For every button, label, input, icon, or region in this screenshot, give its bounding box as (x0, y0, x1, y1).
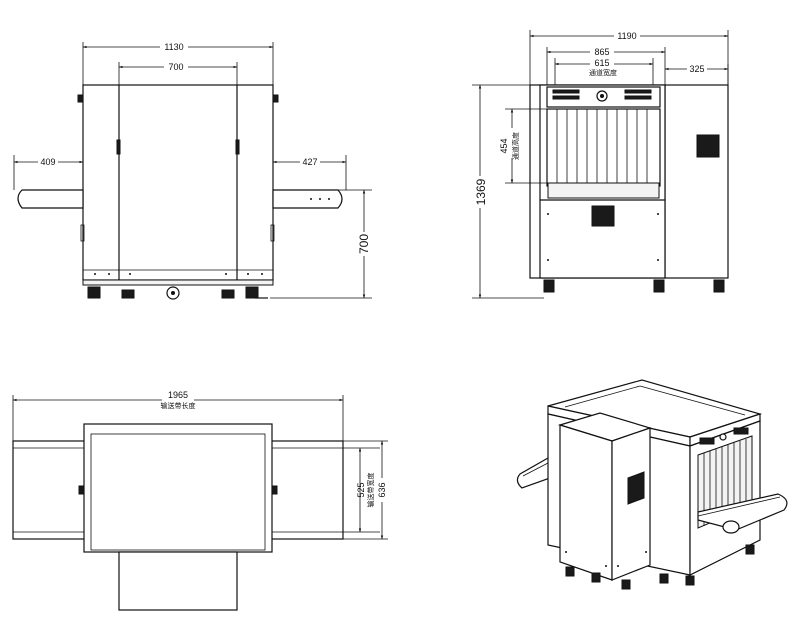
side-overall-length: 1190 (617, 31, 636, 41)
top-belt-length: 1965 (168, 390, 188, 400)
top-overall-depth: 636 (377, 482, 387, 497)
side-overall-height: 1369 (474, 178, 488, 205)
side-inner-width-label: 通道宽度 (589, 68, 617, 77)
side-tunnel-height: 454 (499, 138, 509, 153)
front-left-conveyor: 409 (40, 157, 55, 167)
side-inner-width: 615 (594, 58, 609, 68)
side-view: 1190 865 615 通道宽度 325 454 通道高度 1369 (472, 30, 729, 299)
front-view: 1130 700 409 427 700 (13, 41, 372, 300)
side-tunnel-height-label: 通道高度 (511, 132, 520, 160)
top-belt-width-label: 输送带宽度 (366, 473, 375, 508)
top-view: 1965 输送带长度 525 输送带宽度 636 (12, 390, 390, 611)
top-belt-length-label: 输送带长度 (161, 401, 196, 410)
side-console-length: 325 (689, 64, 704, 74)
front-conveyor-height: 700 (357, 234, 371, 254)
isometric-view (516, 379, 788, 590)
side-body-length: 865 (594, 47, 609, 57)
top-belt-width: 525 (356, 482, 366, 497)
front-overall-width: 1130 (164, 42, 183, 52)
front-tunnel-width: 700 (168, 62, 183, 72)
front-right-conveyor: 427 (302, 157, 317, 167)
